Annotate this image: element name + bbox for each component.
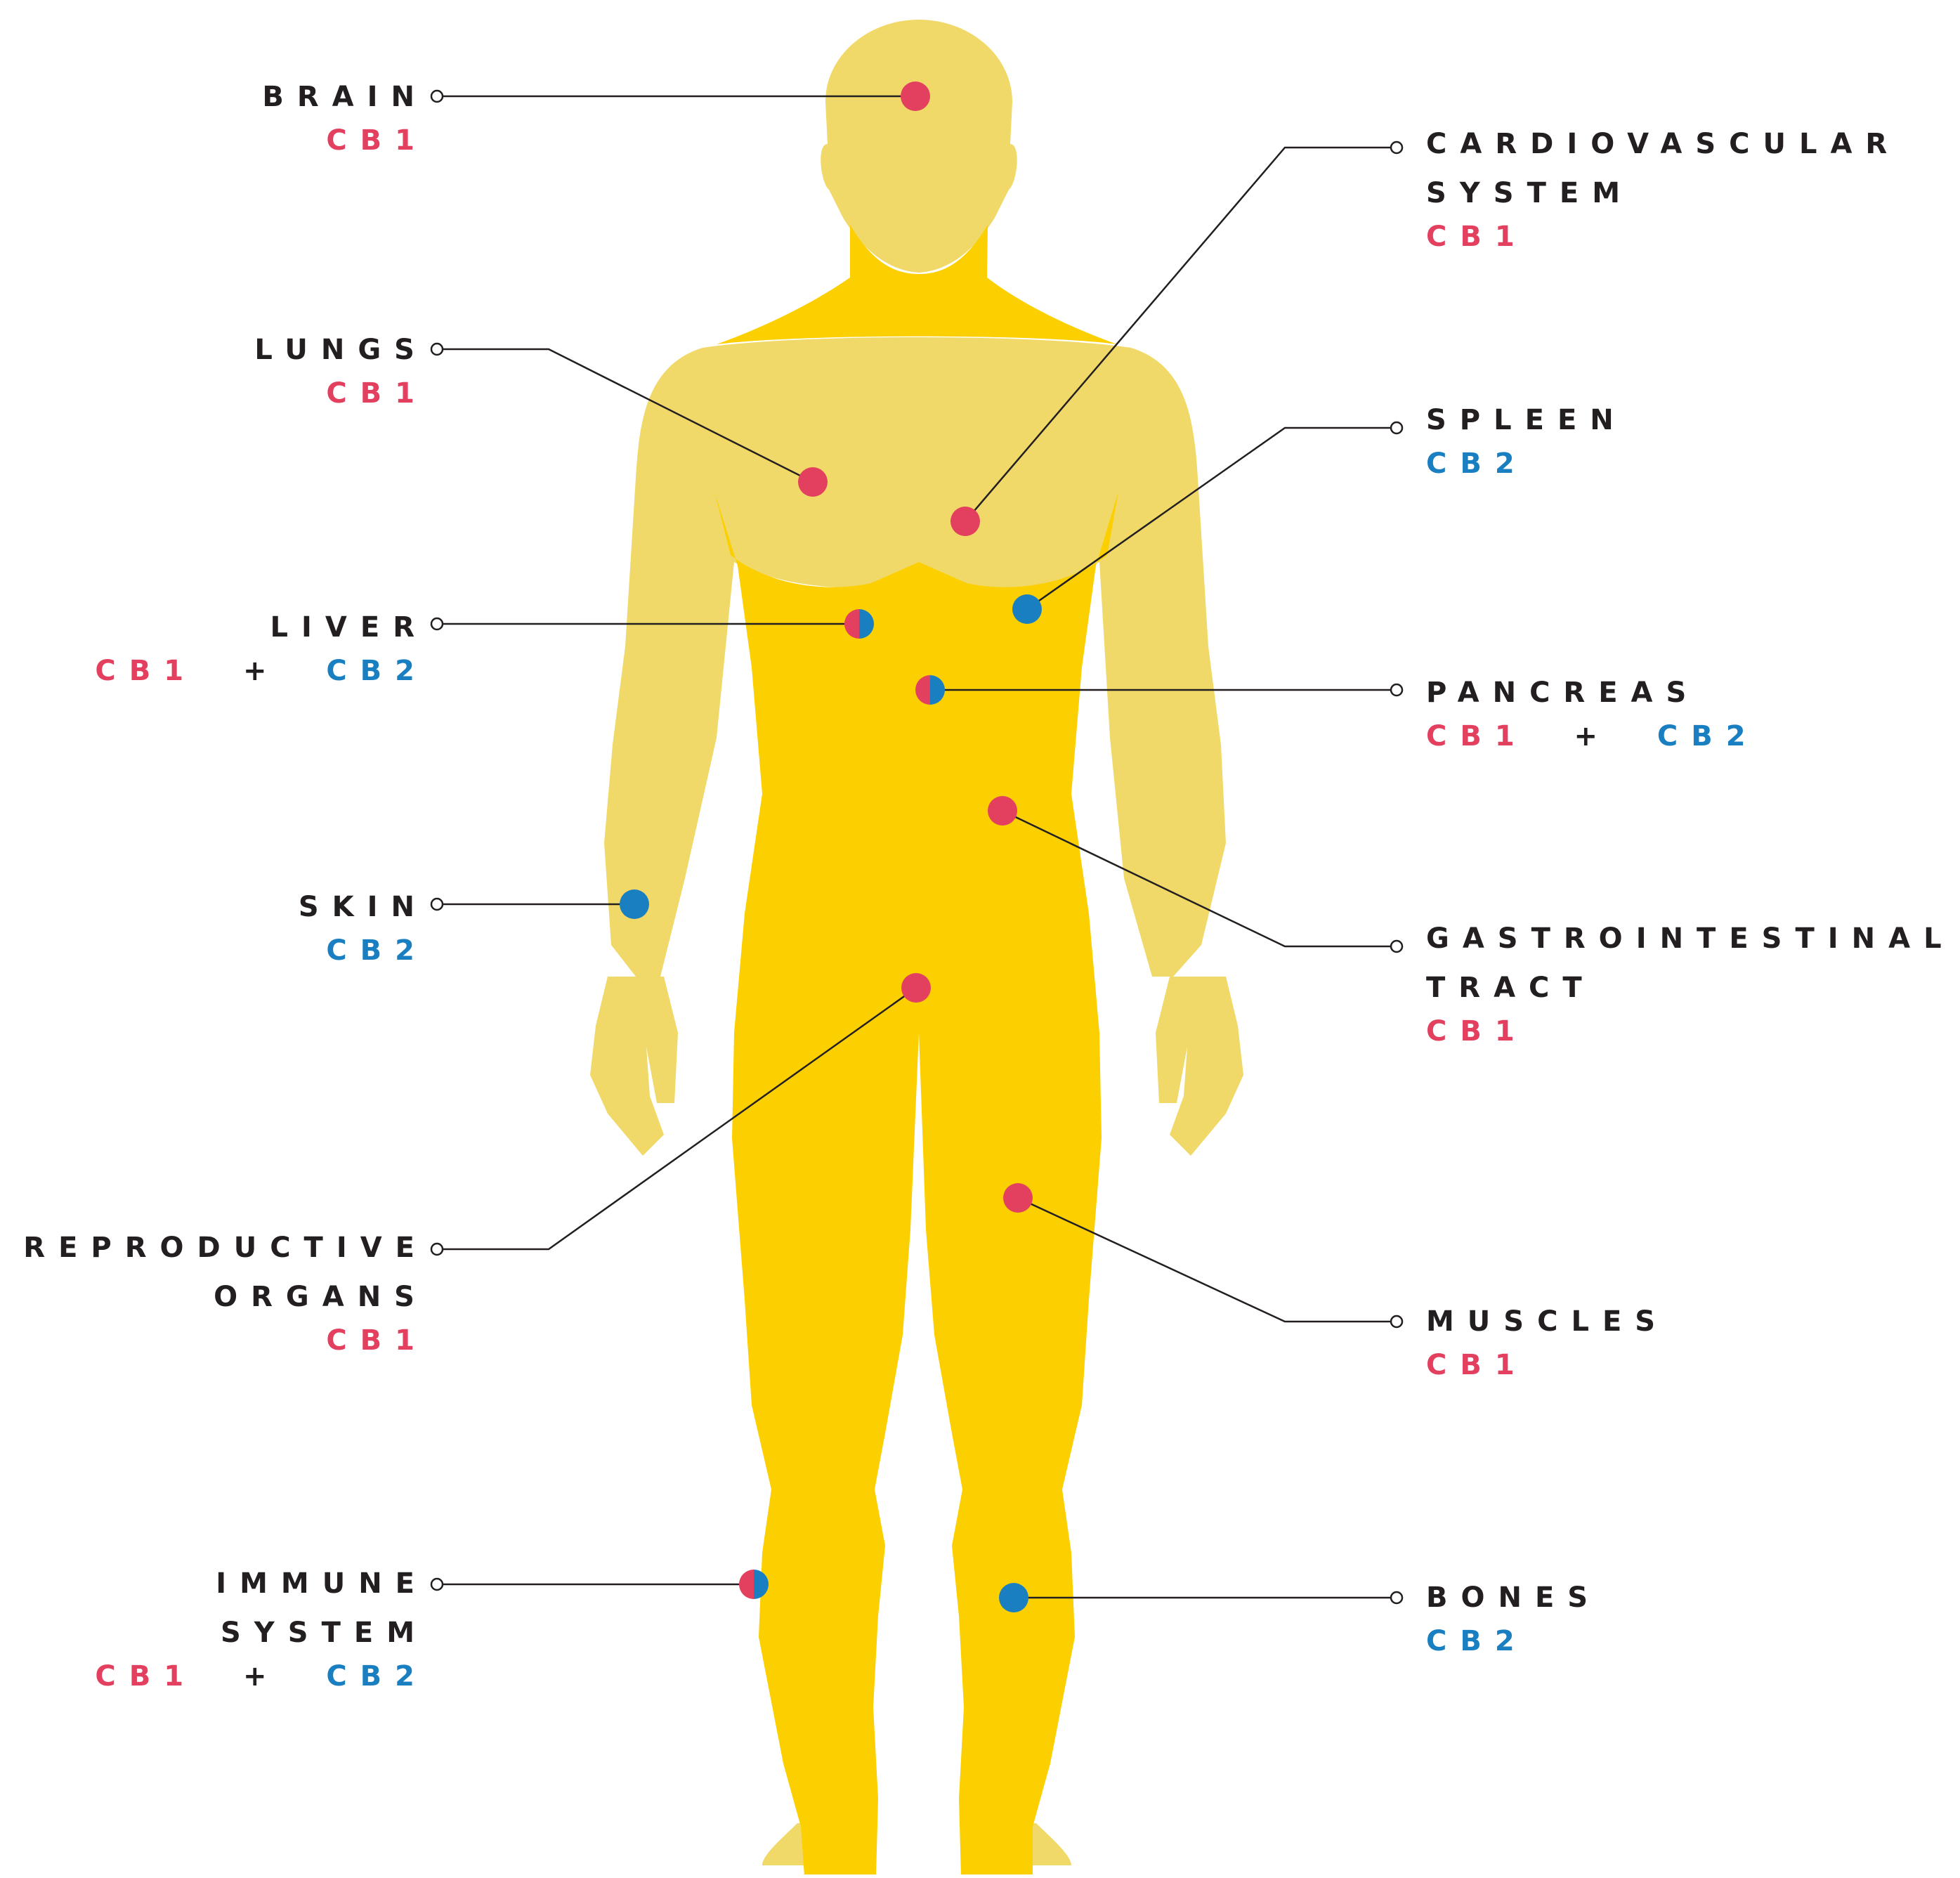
organ-name: BRAIN: [262, 75, 428, 119]
leader-endpoint-liver: [431, 618, 443, 630]
marker-gastro-cb1: [988, 796, 1017, 826]
organ-name: LUNGS: [254, 328, 428, 372]
organ-name-line2: SYSTEM: [1426, 171, 1900, 215]
organ-name: REPRODUCTIVE: [23, 1220, 428, 1275]
leader-endpoint-lungs: [431, 344, 443, 355]
organ-name-line2: SYSTEM: [95, 1611, 428, 1655]
organ-name: IMMUNE: [95, 1556, 428, 1611]
organ-name: LIVER: [95, 606, 428, 649]
receptor-cb1: CB1: [23, 1319, 428, 1362]
plus-sign: +: [1574, 720, 1612, 752]
receptor-cb1: CB1: [95, 1660, 197, 1693]
receptor-pair: CB1 + CB2: [95, 649, 428, 693]
leader-endpoint-skin: [431, 899, 443, 910]
receptor-cb1: CB1: [254, 372, 428, 415]
leader-endpoint-brain: [431, 91, 443, 102]
receptor-cb1: CB1: [262, 119, 428, 162]
right-hand: [1156, 977, 1243, 1156]
receptor-cb2: CB2: [326, 1660, 428, 1693]
receptor-cb2: CB2: [1657, 720, 1759, 752]
receptor-cb1: CB1: [95, 655, 197, 687]
plus-sign: +: [243, 655, 280, 687]
receptor-cb1: CB1: [1426, 720, 1528, 752]
marker-liver-cb1-cb2: [844, 609, 874, 639]
label-cardiovascular: CARDIOVASCULAR SYSTEM CB1: [1426, 117, 1900, 259]
receptor-pair: CB1 + CB2: [1426, 715, 1759, 758]
organ-name-line2: ORGANS: [23, 1275, 428, 1319]
receptor-cb2: CB2: [1426, 1619, 1601, 1663]
label-immune: IMMUNE SYSTEM CB1 + CB2: [95, 1556, 414, 1698]
label-muscles: MUSCLES CB1: [1426, 1300, 1668, 1387]
receptor-cb2: CB2: [1426, 442, 1627, 485]
leader-endpoint-spleen: [1391, 422, 1402, 433]
label-bones: BONES CB2: [1426, 1576, 1601, 1663]
organ-name: SKIN: [299, 885, 428, 929]
receptor-cb2: CB2: [299, 929, 428, 972]
torso-legs: [714, 492, 1118, 1874]
marker-lungs-cb1: [798, 467, 828, 497]
label-reproductive: REPRODUCTIVE ORGANS CB1: [23, 1220, 414, 1362]
label-spleen: SPLEEN CB2: [1426, 398, 1627, 485]
marker-cardiovascular-cb1: [950, 507, 980, 536]
left-hand: [590, 977, 678, 1156]
marker-reproductive-cb1: [901, 973, 931, 1003]
leader-endpoint-bones: [1391, 1592, 1402, 1603]
receptor-cb1: CB1: [1426, 1010, 1955, 1053]
label-brain: BRAIN CB1: [262, 75, 414, 162]
receptor-cb1: CB1: [1426, 1343, 1668, 1387]
leader-endpoint-gastro: [1391, 941, 1402, 952]
marker-pancreas-cb1-cb2: [915, 675, 945, 705]
label-lungs: LUNGS CB1: [254, 328, 414, 415]
label-pancreas: PANCREAS CB1 + CB2: [1426, 671, 1759, 758]
marker-brain-cb1: [901, 81, 930, 111]
organ-name: GASTROINTESTINAL: [1426, 911, 1955, 966]
leader-endpoint-reproductive: [431, 1244, 443, 1255]
leader-endpoint-cardiovascular: [1391, 142, 1402, 153]
marker-muscles-cb1: [1003, 1183, 1033, 1213]
plus-sign: +: [243, 1660, 280, 1693]
organ-name: BONES: [1426, 1576, 1601, 1619]
organ-name: SPLEEN: [1426, 398, 1627, 442]
organ-name: CARDIOVASCULAR: [1426, 117, 1900, 171]
leader-endpoint-pancreas: [1391, 684, 1402, 696]
receptor-pair: CB1 + CB2: [95, 1655, 428, 1698]
label-liver: LIVER CB1 + CB2: [95, 606, 414, 693]
organ-name-line2: TRACT: [1426, 966, 1955, 1010]
marker-immune-cb1-cb2: [739, 1570, 769, 1599]
label-gastro: GASTROINTESTINAL TRACT CB1: [1426, 911, 1955, 1053]
leader-endpoint-muscles: [1391, 1316, 1402, 1327]
organ-name: MUSCLES: [1426, 1300, 1668, 1343]
marker-skin-cb2: [620, 889, 649, 919]
marker-bones-cb2: [999, 1583, 1028, 1612]
label-skin: SKIN CB2: [299, 885, 414, 972]
receptor-cb2: CB2: [326, 655, 428, 687]
receptor-cb1: CB1: [1426, 215, 1900, 259]
marker-spleen-cb2: [1012, 594, 1042, 624]
leader-endpoint-immune: [431, 1579, 443, 1590]
organ-name: PANCREAS: [1426, 671, 1759, 715]
